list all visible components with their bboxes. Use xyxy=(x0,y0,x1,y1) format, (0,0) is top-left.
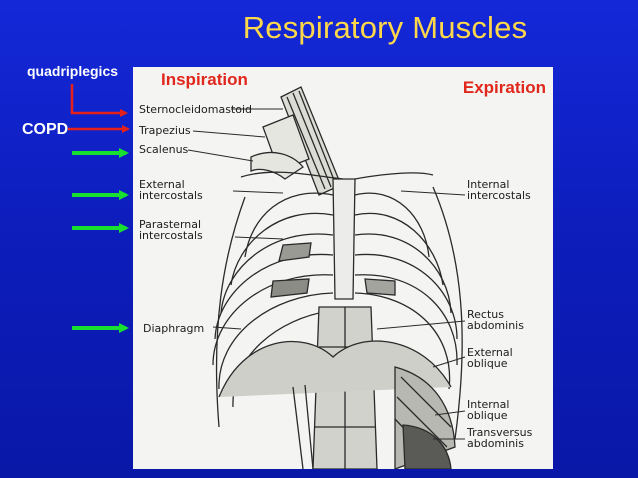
label-transversus-abdominis-line2: abdominis xyxy=(467,437,524,450)
label-external-oblique-line2: oblique xyxy=(467,357,508,370)
label-internal-intercostals-line1: Internal xyxy=(467,178,510,191)
quadriplegics-arrow xyxy=(70,84,128,117)
label-diaphragm: Diaphragm xyxy=(143,322,205,335)
inspiration-heading: Inspiration xyxy=(161,70,248,89)
label-transversus-abdominis: Transversus abdominis xyxy=(467,427,553,449)
label-rectus-abdominis-line1: Rectus xyxy=(467,308,504,321)
label-transversus-abdominis-line1: Transversus xyxy=(467,426,533,439)
label-external-oblique: External oblique xyxy=(467,347,553,369)
label-external-intercostals-line2: intercostals xyxy=(139,189,203,202)
label-internal-oblique: Internal oblique xyxy=(467,399,553,421)
label-internal-oblique-line2: oblique xyxy=(467,409,508,422)
label-scalenus: Scalenus xyxy=(139,143,189,156)
expiration-heading: Expiration xyxy=(462,78,546,97)
label-parasternal-intercostals-line2: intercostals xyxy=(139,229,203,242)
label-parasternal-intercostals-line1: Parasternal xyxy=(139,218,202,231)
anatomy-figure: Inspiration Expiration Sternocleidomasto… xyxy=(133,67,553,469)
label-internal-oblique-line1: Internal xyxy=(467,398,510,411)
quadriplegics-label: quadriplegics xyxy=(27,63,119,79)
label-external-intercostals-line1: External xyxy=(139,178,185,191)
slide-title: Respiratory Muscles xyxy=(242,10,528,45)
label-rectus-abdominis: Rectus abdominis xyxy=(467,309,553,331)
label-external-intercostals: External intercostals xyxy=(139,179,229,201)
label-rectus-abdominis-line2: abdominis xyxy=(467,319,524,332)
label-trapezius: Trapezius xyxy=(139,124,191,137)
rib-cage-drawing xyxy=(187,86,466,469)
label-internal-intercostals: Internal intercostals xyxy=(467,179,553,201)
label-sternocleidomastoid: Sternocleidomastoid xyxy=(139,103,253,116)
label-internal-intercostals-line2: intercostals xyxy=(467,189,531,202)
copd-label: COPD xyxy=(22,121,69,138)
label-external-oblique-line1: External xyxy=(467,346,513,359)
label-parasternal-intercostals: Parasternal intercostals xyxy=(139,219,229,241)
